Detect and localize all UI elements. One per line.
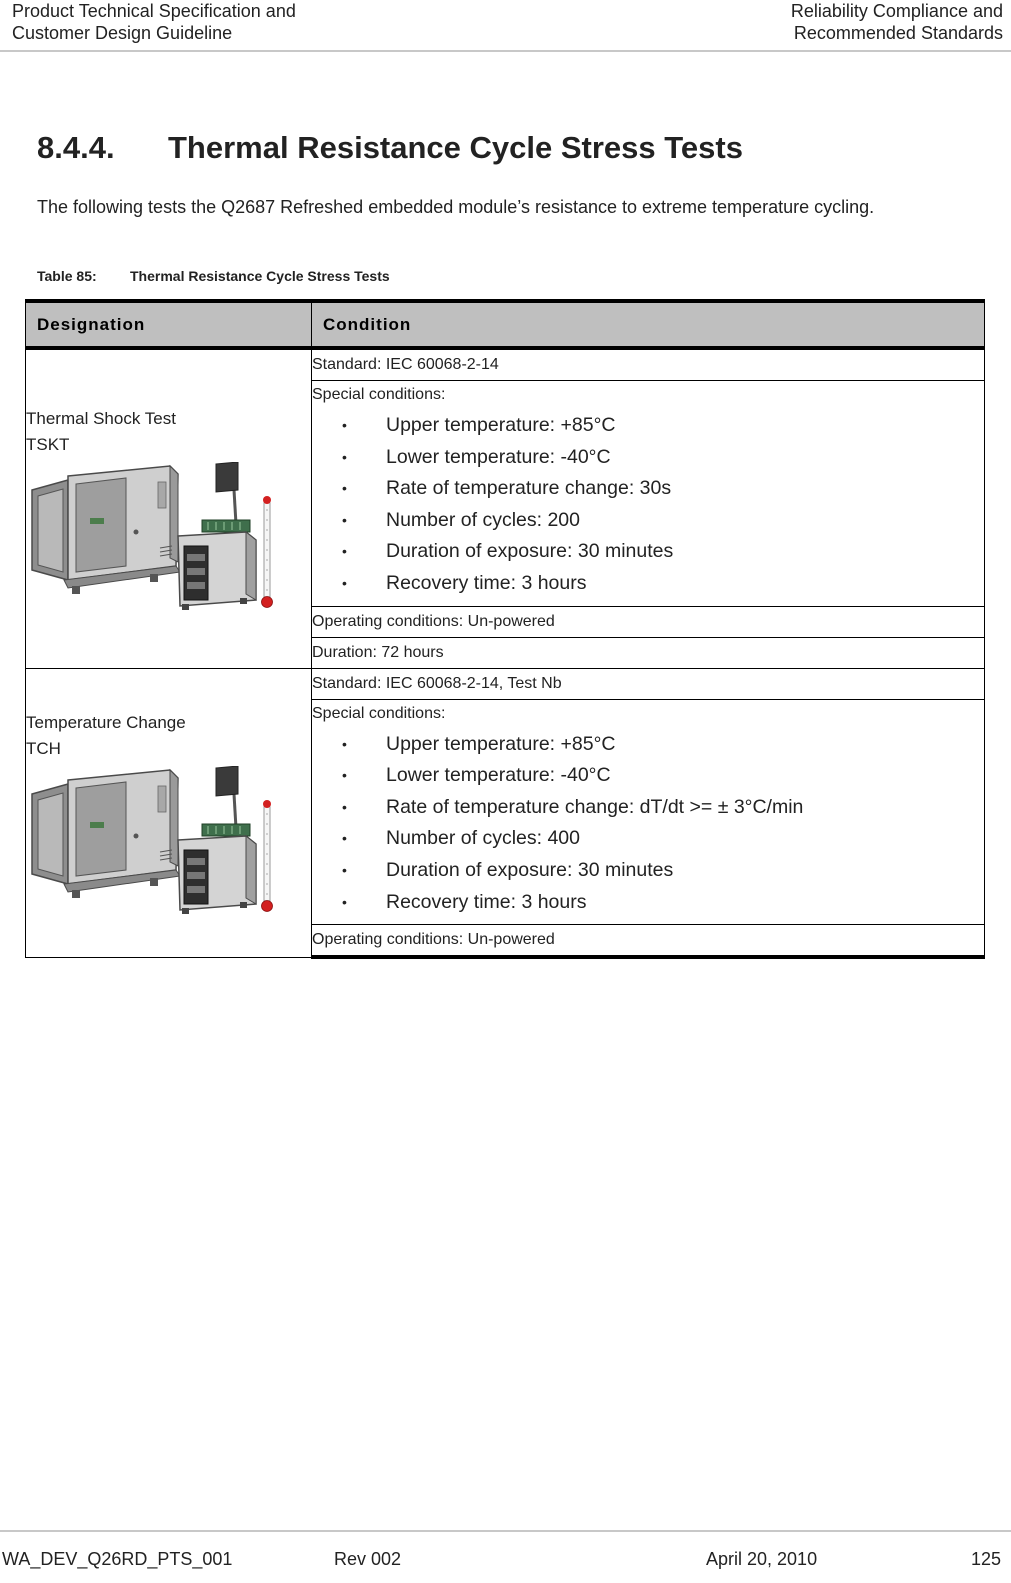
- section-heading: 8.4.4. Thermal Resistance Cycle Stress Te…: [37, 130, 743, 166]
- intro-paragraph: The following tests the Q2687 Refreshed …: [37, 197, 875, 217]
- condition-item: Rate of temperature change: 30s: [312, 473, 984, 505]
- header-right: Reliability Compliance and Recommended S…: [791, 0, 1003, 44]
- condition-item: Lower temperature: -40°C: [312, 760, 984, 792]
- special-conditions-label: Special conditions:: [312, 386, 446, 403]
- condition-item: Upper temperature: +85°C: [312, 729, 984, 761]
- header-right-line2: Recommended Standards: [793, 23, 1003, 43]
- special-conditions-cell: Special conditions: Upper temperature: +…: [311, 698, 985, 926]
- condition-item: Upper temperature: +85°C: [312, 410, 984, 442]
- section-title: Thermal Resistance Cycle Stress Tests: [168, 130, 743, 165]
- page-header: Product Technical Specification and Cust…: [0, 0, 1011, 52]
- table-row: Thermal Shock Test TSKT Standard: IEC 60…: [25, 347, 985, 669]
- header-left: Product Technical Specification and Cust…: [12, 0, 296, 44]
- condition-list: Upper temperature: +85°C Lower temperatu…: [312, 729, 984, 919]
- header-right-line1: Reliability Compliance and: [790, 1, 1003, 21]
- standard-cell: Standard: IEC 60068-2-14: [311, 347, 985, 381]
- special-conditions-cell: Special conditions: Upper temperature: +…: [311, 380, 985, 607]
- header-condition: Condition: [311, 299, 985, 350]
- table-caption: Table 85: Thermal Resistance Cycle Stress…: [37, 268, 390, 284]
- table-header-row: Designation Condition: [25, 299, 985, 350]
- climate-chamber-image: [30, 461, 274, 612]
- condition-item: Number of cycles: 400: [312, 823, 984, 855]
- operating-conditions-cell: Operating conditions: Un-powered: [311, 605, 985, 638]
- designation-cell: Temperature Change TCH: [25, 667, 312, 958]
- stress-tests-table: Designation Condition Thermal Shock Test…: [25, 299, 985, 960]
- standard-cell: Standard: IEC 60068-2-14, Test Nb: [311, 667, 985, 700]
- condition-item: Number of cycles: 200: [312, 505, 984, 537]
- condition-item: Duration of exposure: 30 minutes: [312, 536, 984, 568]
- special-conditions-label: Special conditions:: [312, 704, 446, 722]
- header-left-line2: Customer Design Guideline: [12, 23, 233, 43]
- condition-item: Lower temperature: -40°C: [312, 442, 984, 474]
- designation-cell: Thermal Shock Test TSKT: [25, 347, 312, 669]
- test-name: Thermal Shock Test: [26, 408, 176, 428]
- condition-list: Upper temperature: +85°C Lower temperatu…: [312, 410, 984, 600]
- test-code: TSKT: [26, 434, 70, 454]
- table-row: Operating conditions: Un-powered: [26, 605, 985, 638]
- footer-revision: Rev 002: [334, 1549, 402, 1569]
- condition-item: Recovery time: 3 hours: [312, 568, 984, 600]
- footer-page-number: 125: [970, 1549, 1001, 1569]
- header-left-line1: Product Technical Specification and: [12, 1, 296, 21]
- page-footer: WA_DEV_Q26RD_PTS_001 Rev 002 April 20, 2…: [0, 1530, 1011, 1583]
- section-number: 8.4.4.: [37, 130, 115, 165]
- condition-item: Recovery time: 3 hours: [312, 887, 984, 919]
- climate-chamber-image: [30, 765, 274, 916]
- condition-item: Rate of temperature change: dT/dt >= ± 3…: [312, 792, 984, 824]
- header-designation: Designation: [25, 299, 312, 350]
- test-name: Temperature Change: [26, 712, 186, 732]
- table-row: Special conditions: Upper temperature: +…: [26, 380, 985, 607]
- footer-date: April 20, 2010: [706, 1549, 818, 1569]
- table-caption-number: Table 85:: [37, 268, 97, 284]
- duration-cell: Duration: 72 hours: [311, 636, 985, 669]
- operating-conditions-cell: Operating conditions: Un-powered: [311, 924, 985, 960]
- table-row: Special conditions: Upper temperature: +…: [26, 698, 985, 926]
- table-caption-title: Thermal Resistance Cycle Stress Tests: [130, 268, 390, 284]
- table-row: Operating conditions: Un-powered: [26, 924, 985, 960]
- test-code: TCH: [26, 738, 61, 758]
- footer-doc-id: WA_DEV_Q26RD_PTS_001: [2, 1549, 233, 1569]
- table-row: Temperature Change TCH Standard: IEC 600…: [25, 667, 985, 958]
- condition-item: Duration of exposure: 30 minutes: [312, 855, 984, 887]
